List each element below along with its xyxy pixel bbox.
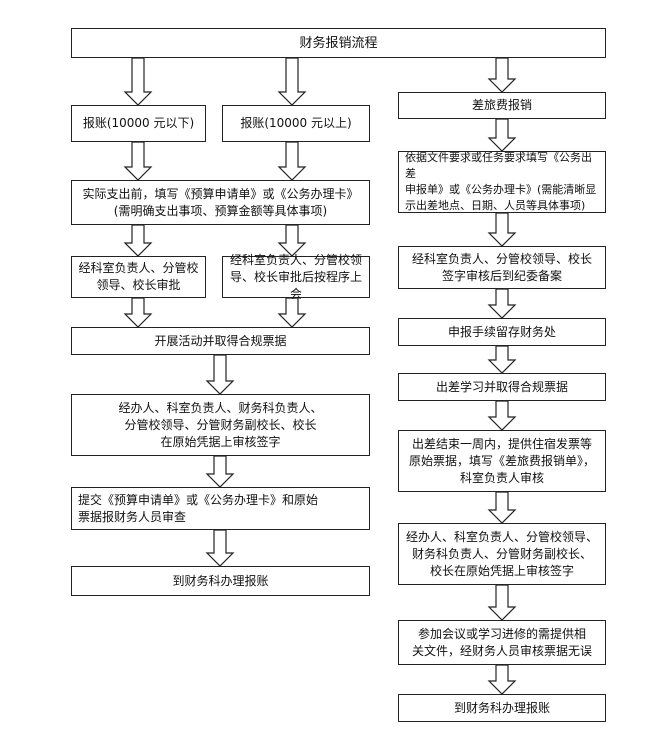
flow-arrow-13 <box>487 118 517 152</box>
flow-arrow-17 <box>487 400 517 431</box>
flow-arrow-5 <box>277 141 307 181</box>
node-sign-right: 经办人、科室负责人、分管校领导、 财务科负责人、分管财务副校长、 校长在原始凭据… <box>398 523 606 585</box>
node-file-with-finance: 申报手续留存财务处 <box>398 318 606 346</box>
flow-arrow-16 <box>487 345 517 374</box>
node-travel-study: 出差学习并取得合规票据 <box>398 373 606 401</box>
node-travel-reimbursement: 差旅费报销 <box>398 92 606 119</box>
node-approve-large: 经科室负责人、分管校领 导、校长审批后按程序上会 <box>222 253 370 301</box>
flow-arrow-12 <box>205 529 235 567</box>
node-reimburse-over-10000: 报账(10000 元以上) <box>222 105 370 142</box>
flow-arrow-7 <box>277 224 307 257</box>
node-sign-left: 经办人、科室负责人、财务科负责人、 分管校领导、分管财务副校长、校长 在原始凭据… <box>71 394 370 456</box>
flow-arrow-2 <box>277 57 307 106</box>
node-approve-record: 经科室负责人、分管校领导、校长 签字审核后到纪委备案 <box>398 246 606 289</box>
flow-arrow-14 <box>487 212 517 247</box>
node-approve-small: 经科室负责人、分管校 领导、校长审批 <box>71 256 206 298</box>
node-submit-review: 提交《预算申请单》或《公务办理卡》和原始 票据报财务人员审查 <box>71 487 370 530</box>
node-conduct-activity: 开展活动并取得合规票据 <box>71 327 370 355</box>
flow-arrow-1 <box>123 57 153 106</box>
node-fill-budget-form: 实际支出前，填写《预算申请单》或《公务办理卡》 (需明确支出事项、预算金额等具体… <box>71 180 370 225</box>
node-meeting-documents: 参加会议或学习进修的需提供相 关文件，经财务人员审核票据无误 <box>398 620 606 665</box>
flow-arrow-18 <box>487 491 517 524</box>
node-final-right: 到财务科办理报账 <box>398 694 606 722</box>
flow-arrow-4 <box>123 141 153 181</box>
node-end-of-trip: 出差结束一周内，提供住宿发票等 原始票据，填写《差旅费报销单》， 科室负责人审核 <box>398 430 606 492</box>
flow-arrow-9 <box>277 297 307 328</box>
flow-arrow-11 <box>205 455 235 488</box>
node-fill-travel-form: 依据文件要求或任务要求填写《公务出差 申报单》或《公务办理卡》(需能清晰显 示出… <box>398 151 606 213</box>
flow-arrow-3 <box>487 57 517 93</box>
node-title: 财务报销流程 <box>71 28 606 58</box>
flow-arrow-10 <box>205 354 235 395</box>
flow-arrow-15 <box>487 288 517 319</box>
node-final-left: 到财务科办理报账 <box>71 566 370 596</box>
flow-arrow-8 <box>123 297 153 328</box>
flow-arrow-6 <box>123 224 153 257</box>
flow-arrow-19 <box>487 584 517 621</box>
flow-arrow-20 <box>487 664 517 695</box>
node-reimburse-under-10000: 报账(10000 元以下) <box>71 105 206 142</box>
